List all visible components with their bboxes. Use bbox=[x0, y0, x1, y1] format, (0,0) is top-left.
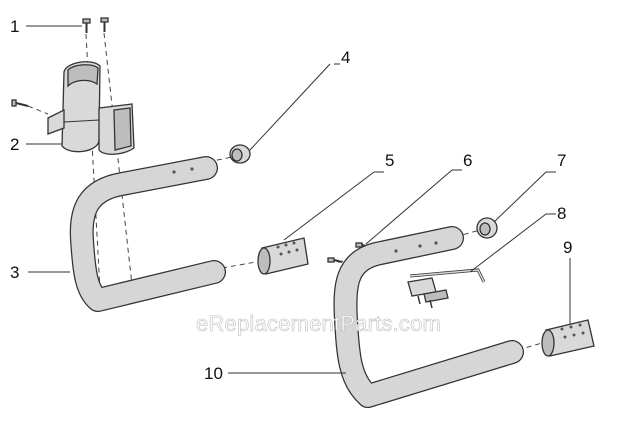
callout-10: 10 bbox=[204, 364, 223, 383]
callout-2: 2 bbox=[10, 135, 19, 154]
callout-4: 4 bbox=[341, 48, 350, 67]
side-screw bbox=[11, 99, 29, 107]
callout-6: 6 bbox=[463, 151, 472, 170]
callout-8: 8 bbox=[557, 204, 566, 223]
part-5-grip-sensor bbox=[257, 237, 309, 275]
leader-lines bbox=[26, 25, 571, 374]
callout-5: 5 bbox=[385, 151, 394, 170]
callout-1: 1 bbox=[10, 17, 19, 36]
part-1-screws bbox=[82, 17, 109, 33]
part-9-grip-sensor bbox=[541, 319, 595, 357]
part-2-holder bbox=[47, 61, 135, 155]
watermark-text: eReplacementParts.com bbox=[196, 311, 442, 337]
part-7-end-cap bbox=[476, 217, 498, 239]
part-10-right-handlebar bbox=[333, 226, 524, 408]
callout-7: 7 bbox=[557, 151, 566, 170]
part-4-end-cap bbox=[229, 144, 251, 164]
part-8-wire-harness bbox=[407, 268, 486, 309]
callout-3: 3 bbox=[10, 263, 19, 282]
callout-9: 9 bbox=[563, 238, 572, 257]
part-3-left-handlebar bbox=[69, 156, 226, 312]
